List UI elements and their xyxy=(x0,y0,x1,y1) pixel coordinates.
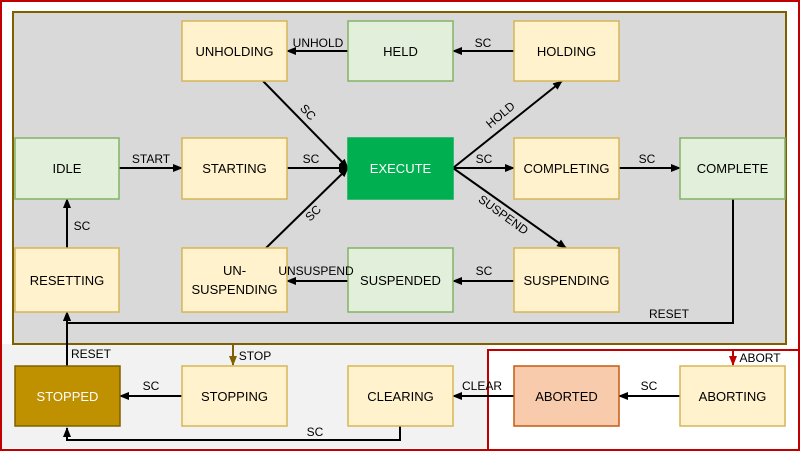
label-clear: CLEAR xyxy=(462,379,502,393)
state-complete: COMPLETE xyxy=(679,137,786,200)
state-idle: IDLE xyxy=(14,137,120,200)
label-reset-stopped: RESET xyxy=(71,347,112,361)
label-sc-clearing: SC xyxy=(307,425,324,439)
state-suspending-label: SUSPENDING xyxy=(524,273,610,288)
state-suspending: SUSPENDING xyxy=(513,247,620,313)
state-execute: EXECUTE xyxy=(347,137,454,200)
state-resetting-label: RESETTING xyxy=(30,273,104,288)
label-sc-stopping: SC xyxy=(143,379,160,393)
label-abort: ABORT xyxy=(739,351,781,365)
state-unsuspending: UN- SUSPENDING xyxy=(181,247,288,313)
label-sc-starting: SC xyxy=(303,152,320,166)
state-completing: COMPLETING xyxy=(513,137,620,200)
state-aborted-label: ABORTED xyxy=(535,389,598,404)
arrow-unholding-to-execute xyxy=(262,80,349,169)
label-sc-completing: SC xyxy=(639,152,656,166)
state-holding: HOLDING xyxy=(513,20,620,82)
state-aborting: ABORTING xyxy=(679,365,786,427)
state-stopping: STOPPING xyxy=(181,365,288,427)
label-sc-execute: SC xyxy=(476,152,493,166)
label-sc-aborting: SC xyxy=(641,379,658,393)
state-execute-label: EXECUTE xyxy=(370,161,432,176)
state-clearing-label: CLEARING xyxy=(367,389,433,404)
label-sc-holding-held: SC xyxy=(475,36,492,50)
state-unsuspending-label-line1: UN- xyxy=(223,263,246,278)
state-stopped: STOPPED xyxy=(14,365,121,427)
label-unsuspend: UNSUSPEND xyxy=(278,264,354,278)
arrow-unsuspending-to-execute xyxy=(265,167,349,249)
state-clearing: CLEARING xyxy=(347,365,454,427)
arrow-execute-to-holding xyxy=(452,80,563,169)
state-held: HELD xyxy=(347,20,454,82)
state-holding-label: HOLDING xyxy=(537,44,596,59)
label-stop: STOP xyxy=(239,349,271,363)
state-unholding: UNHOLDING xyxy=(181,20,288,82)
state-starting: STARTING xyxy=(181,137,288,200)
state-stopping-label: STOPPING xyxy=(201,389,268,404)
label-start: START xyxy=(132,152,171,166)
state-resetting: RESETTING xyxy=(14,247,120,313)
state-unsuspending-label-line2: SUSPENDING xyxy=(192,282,278,297)
state-idle-label: IDLE xyxy=(53,161,82,176)
state-suspended: SUSPENDED xyxy=(347,247,454,313)
label-sc-resetting: SC xyxy=(74,219,91,233)
abort-region-border xyxy=(487,349,798,449)
state-stopped-label: STOPPED xyxy=(37,389,99,404)
state-complete-label: COMPLETE xyxy=(697,161,769,176)
state-aborted: ABORTED xyxy=(513,365,620,427)
state-suspended-label: SUSPENDED xyxy=(360,273,441,288)
state-completing-label: COMPLETING xyxy=(524,161,610,176)
state-aborting-label: ABORTING xyxy=(699,389,767,404)
arrow-clearing-to-stopped xyxy=(63,426,401,441)
label-reset-complete: RESET xyxy=(649,307,690,321)
label-sc-suspending: SC xyxy=(476,264,493,278)
state-unholding-label: UNHOLDING xyxy=(195,44,273,59)
arrow-execute-to-suspending xyxy=(452,167,567,249)
state-held-label: HELD xyxy=(383,44,418,59)
label-unhold: UNHOLD xyxy=(293,36,344,50)
state-starting-label: STARTING xyxy=(202,161,267,176)
